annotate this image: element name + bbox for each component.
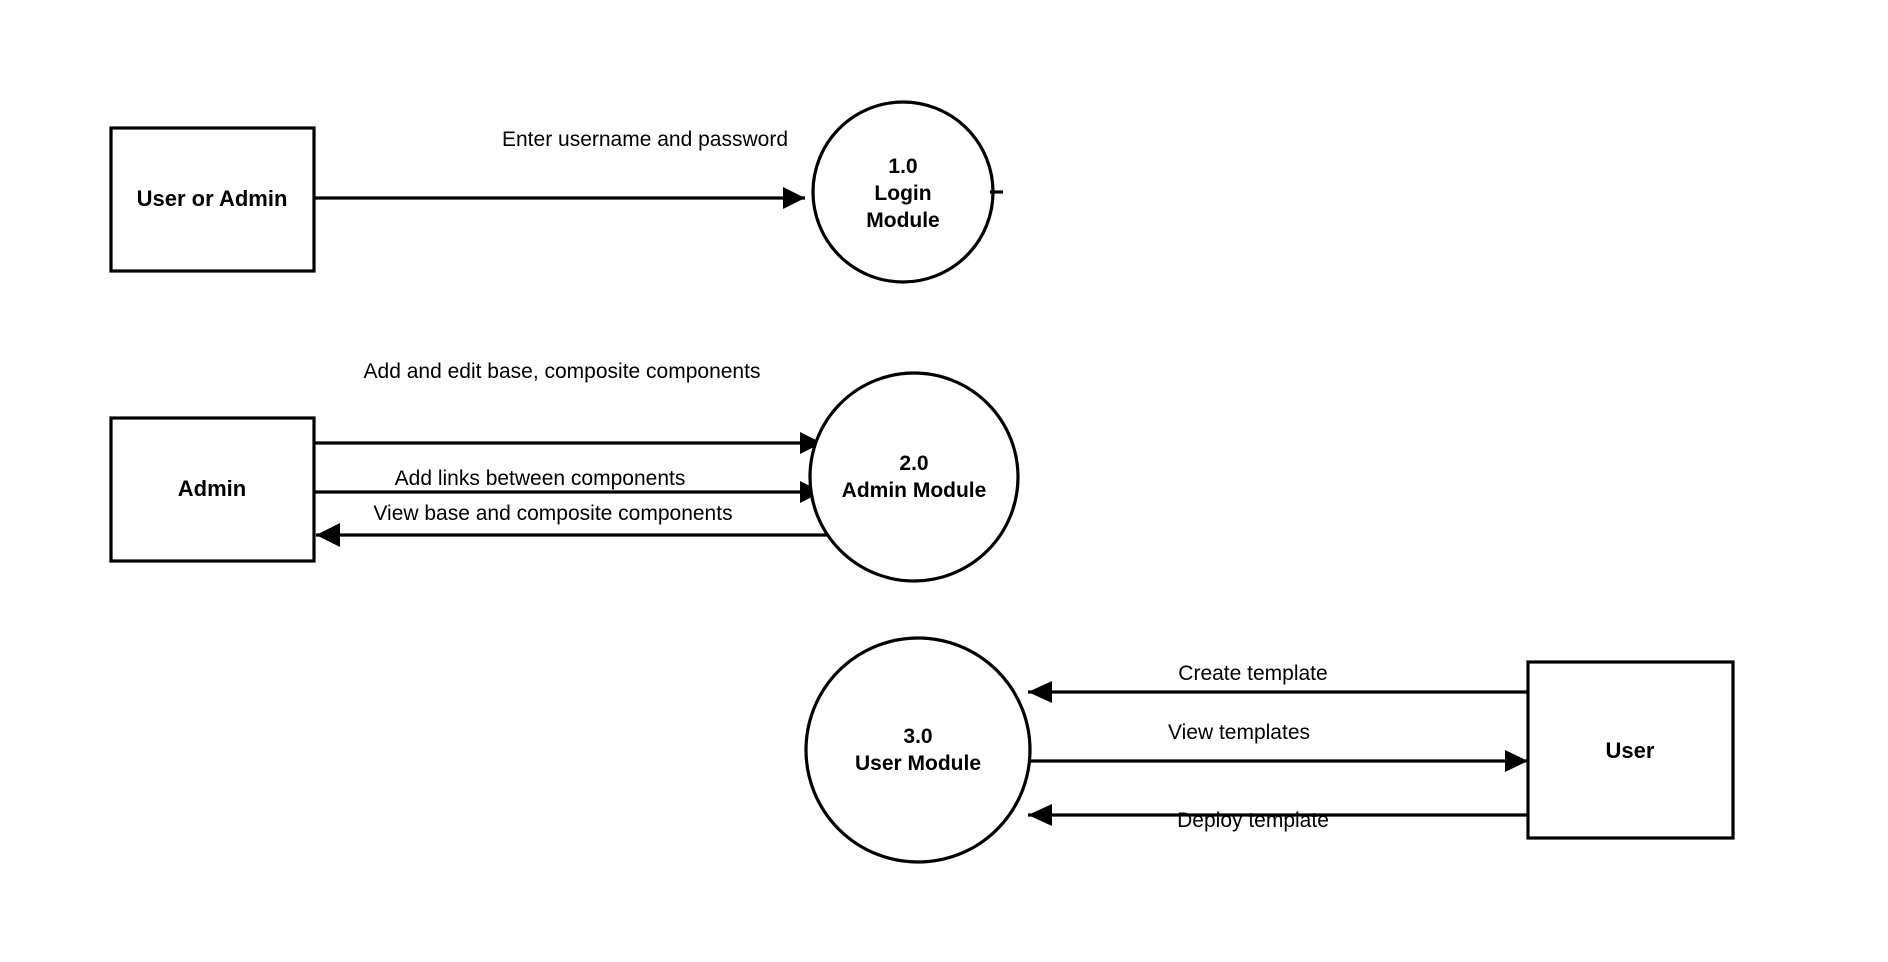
entity-admin-label: Admin <box>178 476 246 501</box>
flow-create-template-arrowhead <box>1028 681 1052 703</box>
flow-add-edit-components-label: Add and edit base, composite components <box>364 360 761 383</box>
entity-user-or-admin[interactable]: User or Admin <box>109 126 316 273</box>
process-login-module-number: 1.0 <box>888 155 917 178</box>
flow-view-components-arrowhead <box>316 523 340 547</box>
flow-view-components-label: View base and composite components <box>373 502 732 525</box>
entity-user-box[interactable] <box>1526 660 1735 840</box>
process-admin-module-name-line-1: Admin Module <box>842 479 987 502</box>
process-login-module-name-line-2: Module <box>866 209 940 232</box>
flow-enter-credentials-arrowhead <box>783 187 805 209</box>
process-login-module[interactable]: 1.0 Login Module <box>811 100 1003 284</box>
flow-view-templates-arrowhead <box>1505 750 1528 772</box>
flow-view-templates[interactable]: View templates <box>1030 721 1528 772</box>
process-user-module-number: 3.0 <box>903 725 932 748</box>
entity-user[interactable]: User <box>1526 660 1735 840</box>
process-admin-module[interactable]: 2.0 Admin Module <box>808 371 1020 583</box>
flow-add-links[interactable]: Add links between components <box>314 467 822 503</box>
entity-user-or-admin-label: User or Admin <box>137 186 288 211</box>
flow-add-edit-components-arrowhead <box>800 432 822 454</box>
flow-view-components[interactable]: View base and composite components <box>316 502 830 547</box>
process-user-module-circle[interactable] <box>804 636 1032 864</box>
flow-add-edit-components[interactable]: Add and edit base, composite components <box>314 360 822 454</box>
process-login-module-name-line-1: Login <box>874 182 931 205</box>
process-user-module-name-line-1: User Module <box>855 752 981 775</box>
flow-create-template-label: Create template <box>1178 662 1327 685</box>
flow-enter-credentials-label: Enter username and password <box>502 128 788 151</box>
flow-deploy-template[interactable]: Deploy template <box>1028 804 1528 832</box>
flow-view-templates-label: View templates <box>1168 721 1310 744</box>
flow-deploy-template-arrowhead <box>1028 804 1052 826</box>
flow-create-template[interactable]: Create template <box>1028 662 1528 703</box>
flow-enter-credentials[interactable]: Enter username and password <box>314 128 805 209</box>
process-user-module[interactable]: 3.0 User Module <box>804 636 1032 864</box>
flow-deploy-template-label: Deploy template <box>1177 809 1329 832</box>
entity-user-or-admin-box[interactable] <box>109 126 316 273</box>
flow-add-links-label: Add links between components <box>395 467 686 490</box>
entity-admin-box[interactable] <box>109 416 316 563</box>
process-admin-module-circle[interactable] <box>808 371 1020 583</box>
entity-admin[interactable]: Admin <box>109 416 316 563</box>
entity-user-label: User <box>1606 738 1655 763</box>
process-admin-module-number: 2.0 <box>899 452 928 475</box>
